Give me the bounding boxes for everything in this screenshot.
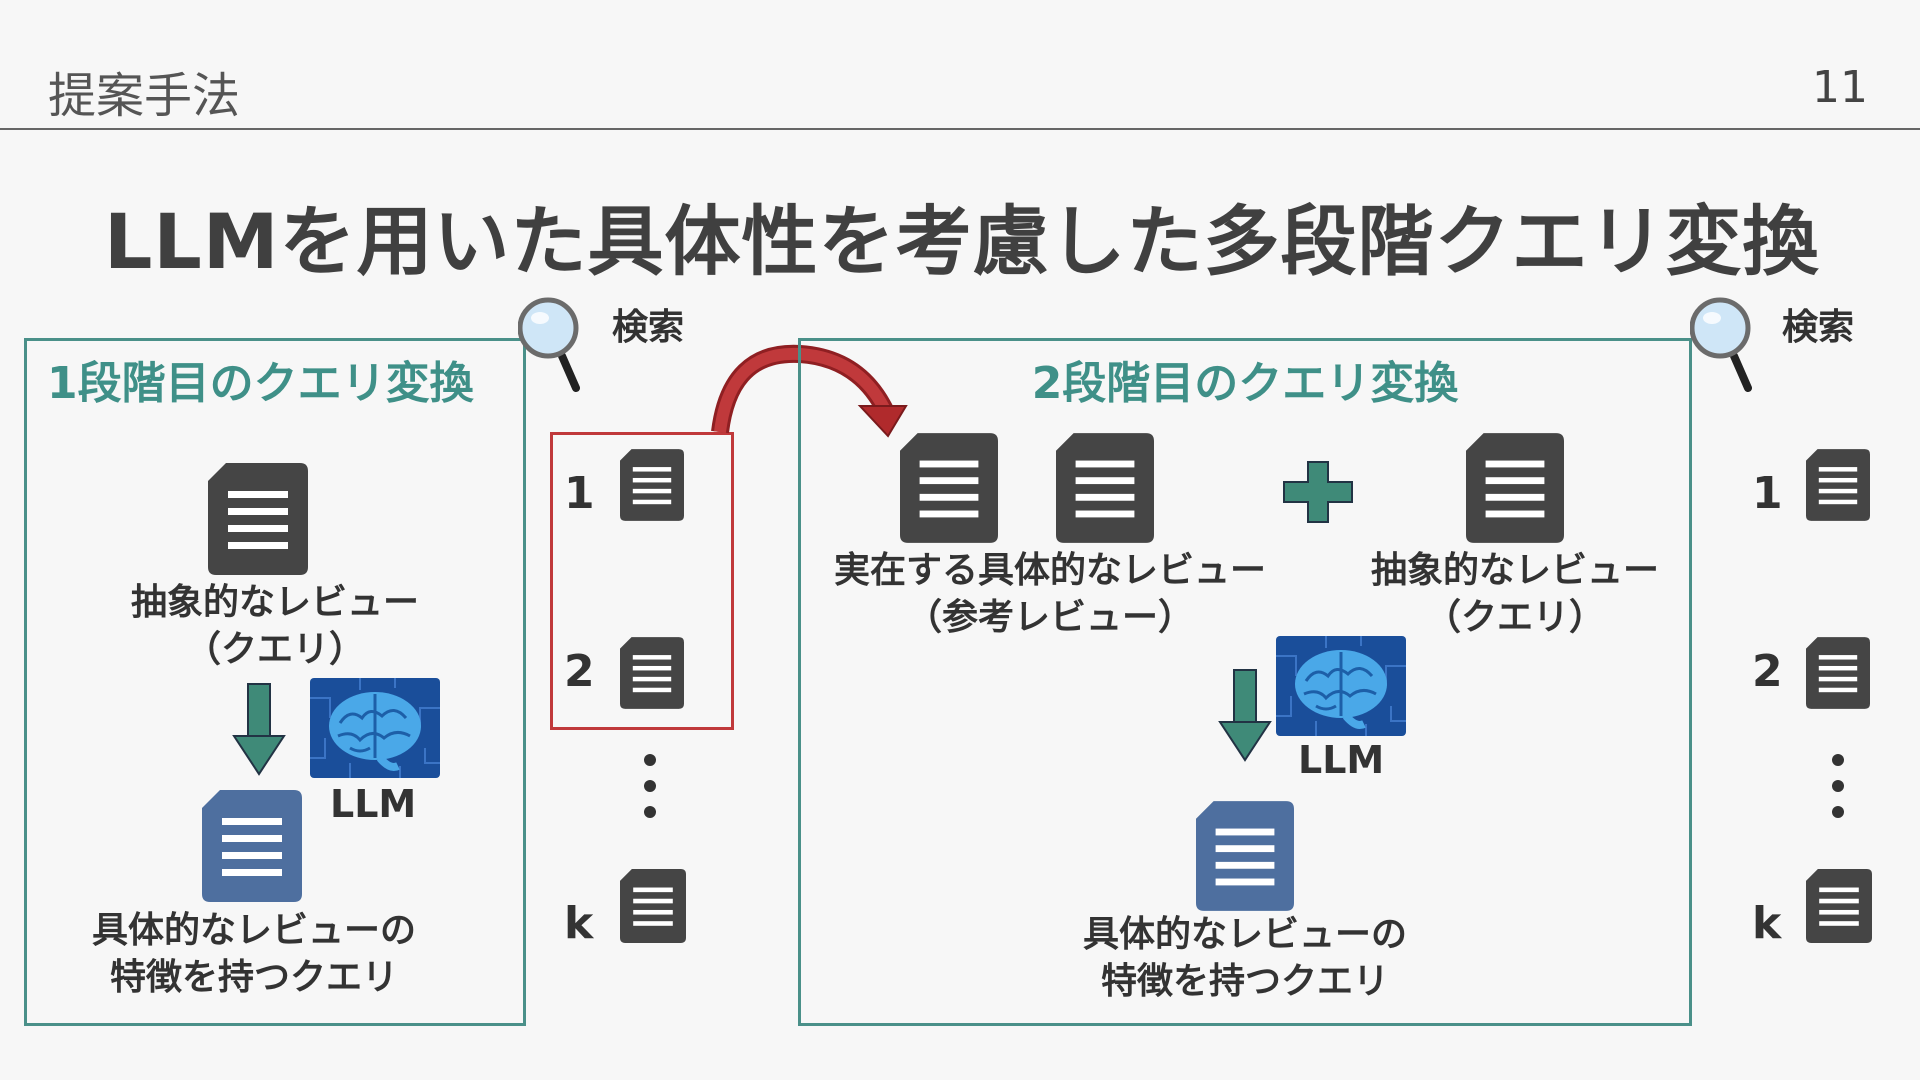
result2-rank-1: 1 <box>1752 468 1783 519</box>
stage1-input-label-line2: （クエリ） <box>184 628 365 670</box>
stage2-down-arrow-icon <box>1218 669 1272 762</box>
search-magnifier-icon-1 <box>518 296 588 396</box>
stage2-reference-document-icon-1 <box>900 432 998 544</box>
page-number: 11 <box>1812 62 1868 113</box>
stage2-reference-label-line2: （参考レビュー） <box>905 596 1194 638</box>
result2-rank-2: 2 <box>1752 646 1783 697</box>
section-title: 提案手法 <box>48 68 241 124</box>
stage1-output-label-line2: 特徴を持つクエリ <box>109 956 398 998</box>
stage1-input-label: 抽象的なレビュー （クエリ） <box>40 580 510 674</box>
stage2-reference-document-icon-2 <box>1056 432 1154 544</box>
stage1-llm-brain-icon <box>310 676 440 780</box>
search-label-2: 検索 <box>1782 307 1855 348</box>
result2-document-icon-2 <box>1806 636 1870 710</box>
stage1-output-label: 具体的なレビューの 特徴を持つクエリ <box>24 908 484 1002</box>
selected-results-box <box>550 432 734 730</box>
stage2-panel: 2段階目のクエリ変換 <box>798 338 1692 1026</box>
stage2-output-label-line2: 特徴を持つクエリ <box>1100 960 1389 1002</box>
result2-document-icon-k <box>1806 868 1872 944</box>
result1-document-icon-k <box>620 868 686 944</box>
stage2-query-label-line1: 抽象的なレビュー <box>1370 550 1659 591</box>
stage1-output-label-line1: 具体的なレビューの <box>91 910 416 951</box>
result1-rank-2: 2 <box>564 646 595 697</box>
stage2-output-document-icon <box>1196 800 1294 912</box>
slide-title: LLMを用いた具体性を考慮した多段階クエリ変換 <box>104 197 1820 286</box>
result1-rank-1: 1 <box>564 468 595 519</box>
stage1-input-label-line1: 抽象的なレビュー <box>130 582 419 623</box>
stage2-title: 2段階目のクエリ変換 <box>1031 358 1459 409</box>
stage2-output-label-line1: 具体的なレビューの <box>1082 914 1407 955</box>
stage2-query-label: 抽象的なレビュー （クエリ） <box>1340 548 1690 642</box>
result2-ellipsis-icon <box>1832 754 1844 818</box>
result1-ellipsis-icon <box>644 754 656 818</box>
stage1-input-document-icon <box>208 463 308 575</box>
stage2-reference-label-line1: 実在する具体的なレビュー <box>833 550 1266 591</box>
plus-icon <box>1283 461 1353 523</box>
result1-document-icon-1 <box>620 448 684 522</box>
result2-rank-k: k <box>1752 898 1782 949</box>
header-divider <box>0 128 1920 130</box>
stage1-title: 1段階目のクエリ変換 <box>47 358 474 409</box>
stage2-reference-label: 実在する具体的なレビュー （参考レビュー） <box>800 548 1300 642</box>
stage1-llm-label: LLM <box>330 782 417 826</box>
result1-rank-k: k <box>564 898 594 949</box>
stage1-down-arrow-icon <box>232 683 286 776</box>
result1-document-icon-2 <box>620 636 684 710</box>
search-label-1: 検索 <box>612 307 685 348</box>
stage2-output-label: 具体的なレビューの 特徴を持つクエリ <box>1010 912 1480 1006</box>
stage1-panel: 1段階目のクエリ変換 <box>24 338 526 1026</box>
stage2-query-label-line2: （クエリ） <box>1424 596 1605 638</box>
stage2-llm-label: LLM <box>1298 738 1385 782</box>
stage2-llm-brain-icon <box>1276 634 1406 738</box>
stage1-output-document-icon <box>202 790 302 902</box>
stage2-query-document-icon <box>1466 432 1564 544</box>
result2-document-icon-1 <box>1806 448 1870 522</box>
search-magnifier-icon-2 <box>1690 296 1760 396</box>
